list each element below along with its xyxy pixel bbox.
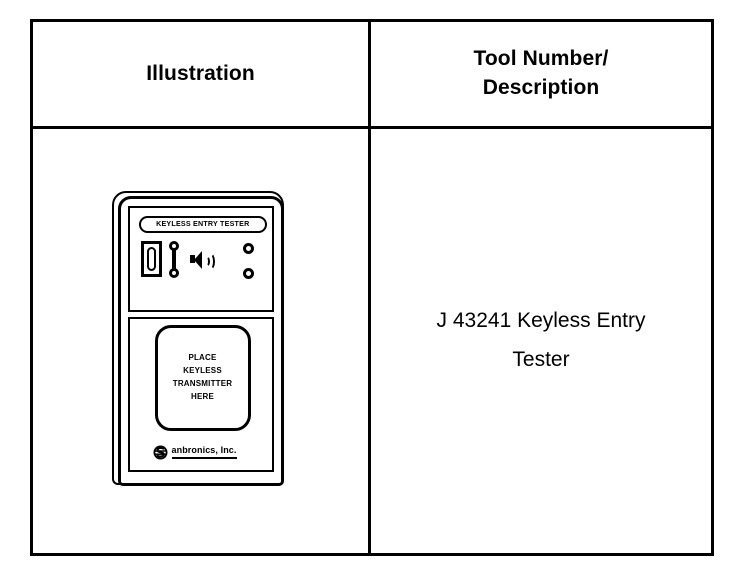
antenna-connector-stem [171,250,176,270]
device-badge-label: KEYLESS ENTRY TESTER [155,221,250,228]
lcd-display [140,241,162,277]
antenna-connector-bottom-knob [168,268,179,278]
speaker-icon-wave-outer [206,253,215,270]
speaker-icon-horn [193,251,202,269]
device-transmitter-panel: PLACE KEYLESS TRANSMITTER HERE [127,317,274,472]
device-badge: KEYLESS ENTRY TESTER [138,216,267,233]
tool-table: Illustration Tool Number/ Description KE… [30,19,714,556]
table-row: KEYLESS ENTRY TESTER [30,126,714,556]
transmitter-pad-line-4: HERE [190,391,215,401]
device-control-panel: KEYLESS ENTRY TESTER [127,206,274,312]
speaker-icon [189,251,216,270]
transmitter-pad-line-3: TRANSMITTER [172,379,233,388]
tool-description-line-2: Tester [512,348,570,371]
column-header-tool-number: Tool Number/ Description [368,19,714,129]
cell-tool-description: J 43241 Keyless Entry Tester [368,126,714,556]
antenna-connector-icon [167,241,181,278]
transmitter-pad-line-2: KEYLESS [183,366,222,376]
brand-logo-mark [152,444,169,461]
brand-logo: anbronics, Inc. [152,443,256,461]
keyless-entry-tester-illustration: KEYLESS ENTRY TESTER [106,191,296,491]
column-header-illustration: Illustration [30,19,371,129]
cell-illustration: KEYLESS ENTRY TESTER [30,126,371,556]
device-front-case: KEYLESS ENTRY TESTER [117,196,284,486]
table-header-row: Illustration Tool Number/ Description [30,19,714,129]
led-indicator-2 [242,268,254,279]
transmitter-pad-line-1: PLACE [188,353,217,363]
lcd-display-screen [146,247,156,271]
led-indicator-1 [242,243,254,254]
tool-description-line-1: J 43241 Keyless Entry [436,309,646,333]
speaker-icon-cone [189,255,195,263]
column-header-tool-number-line2: Description [482,76,600,99]
brand-logo-text: anbronics, Inc. [171,445,237,459]
transmitter-pad: PLACE KEYLESS TRANSMITTER HERE [154,325,251,431]
antenna-connector-top-knob [168,241,179,251]
column-header-illustration-label: Illustration [146,61,255,85]
column-header-tool-number-line1: Tool Number/ [473,47,609,71]
